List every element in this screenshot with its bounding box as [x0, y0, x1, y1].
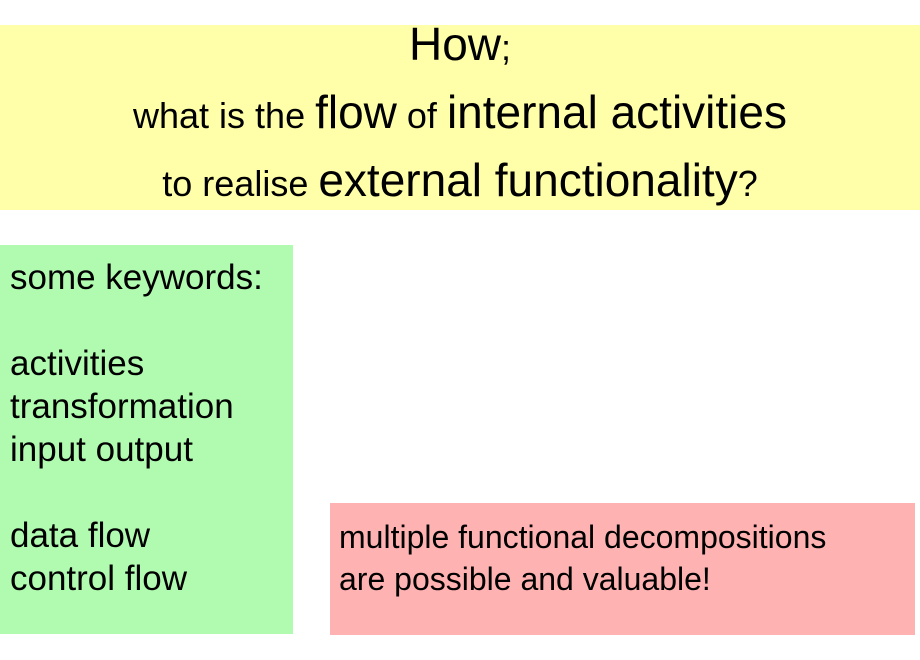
note-line-1: multiple functional decompositions [339, 519, 827, 555]
title-question-mark: ? [737, 162, 758, 204]
keyword-data-flow: data flow [10, 516, 151, 555]
keywords-spacer [10, 299, 293, 342]
keywords-box: some keywords: activities transformation… [0, 245, 293, 634]
note-box: multiple functional decompositions are p… [330, 503, 915, 635]
note-line-2: are possible and valuable! [339, 561, 711, 597]
keywords-spacer [10, 471, 293, 514]
title-to-realise: to realise [162, 162, 319, 204]
title-banner: How; what is the flow of internal activi… [0, 18, 920, 210]
title-line-3: to realise external functionality? [0, 152, 920, 220]
title-word-flow: flow [315, 85, 397, 138]
keyword-input-output: input output [10, 430, 193, 469]
keyword-transformation: transformation [10, 387, 234, 426]
title-internal-activities: internal activities [446, 85, 787, 138]
title-word-of: of [396, 94, 447, 136]
title-what-is-the: what is the [133, 94, 316, 136]
title-line-2: what is the flow of internal activities [0, 84, 920, 152]
title-word-how: How [408, 17, 501, 70]
keyword-control-flow: control flow [10, 559, 188, 598]
title-external-functionality: external functionality [318, 153, 738, 206]
keywords-heading: some keywords: [10, 258, 263, 297]
title-line-1: How; [0, 16, 920, 84]
title-semicolon: ; [501, 26, 512, 68]
keyword-activities: activities [10, 344, 145, 383]
